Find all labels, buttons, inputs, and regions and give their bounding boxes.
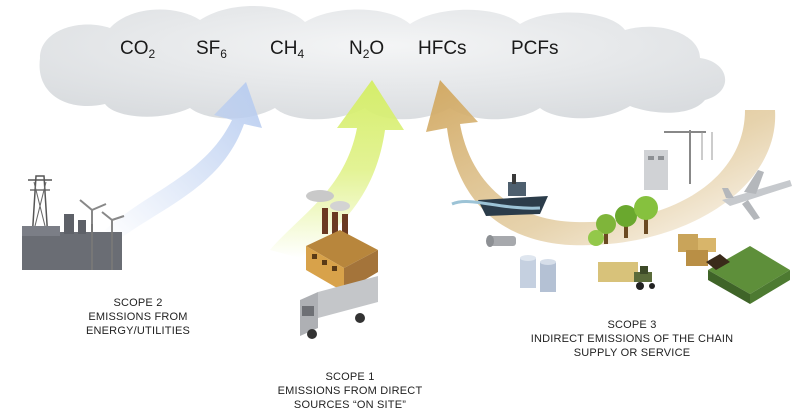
gas-hfcs: HFCs xyxy=(418,38,467,59)
crates-icon xyxy=(678,234,716,266)
scope2-arrow xyxy=(105,82,262,240)
storage-tanks-icon xyxy=(520,255,556,292)
gas-sf6: SF6 xyxy=(196,38,227,61)
power-plant-wind-turbines-icon xyxy=(22,175,125,270)
truck-icon xyxy=(300,276,378,339)
trees-icon xyxy=(588,196,658,246)
scope3-label: SCOPE 3 INDIRECT EMISSIONS OF THE CHAIN … xyxy=(512,318,752,360)
scope2-label: SCOPE 2 EMISSIONS FROM ENERGY/UTILITIES xyxy=(68,296,208,338)
scope3-arrow xyxy=(426,80,776,246)
pipe-icon xyxy=(486,235,516,247)
scope1-line1: EMISSIONS FROM DIRECT xyxy=(277,385,423,397)
scope1-title: SCOPE 1 xyxy=(325,371,375,383)
scope2-line2: ENERGY/UTILITIES xyxy=(85,325,191,337)
factory-icon xyxy=(306,190,378,292)
scope2-line1: EMISSIONS FROM xyxy=(88,311,188,323)
scope1-line2: SOURCES “ON SITE” xyxy=(293,399,407,411)
cloud xyxy=(39,5,726,120)
scope1-label: SCOPE 1 EMISSIONS FROM DIRECT SOURCES “O… xyxy=(255,370,445,412)
airplane-icon xyxy=(722,170,792,220)
gas-pcfs: PCFs xyxy=(511,38,559,59)
landfill-icon xyxy=(706,246,790,304)
gas-co2: CO2 xyxy=(120,38,156,61)
scope3-title: SCOPE 3 xyxy=(607,319,657,331)
gas-ch4: CH4 xyxy=(270,38,305,61)
scope3-line1: INDIRECT EMISSIONS OF THE CHAIN xyxy=(530,333,734,345)
scope3-line2: SUPPLY OR SERVICE xyxy=(573,347,691,359)
tractor-field-icon xyxy=(598,262,655,290)
scope2-title: SCOPE 2 xyxy=(113,297,163,309)
ship-icon xyxy=(451,174,548,216)
gas-n2o: N2O xyxy=(349,38,385,61)
crane-building-icon xyxy=(644,130,713,190)
scope1-arrow xyxy=(270,80,404,258)
